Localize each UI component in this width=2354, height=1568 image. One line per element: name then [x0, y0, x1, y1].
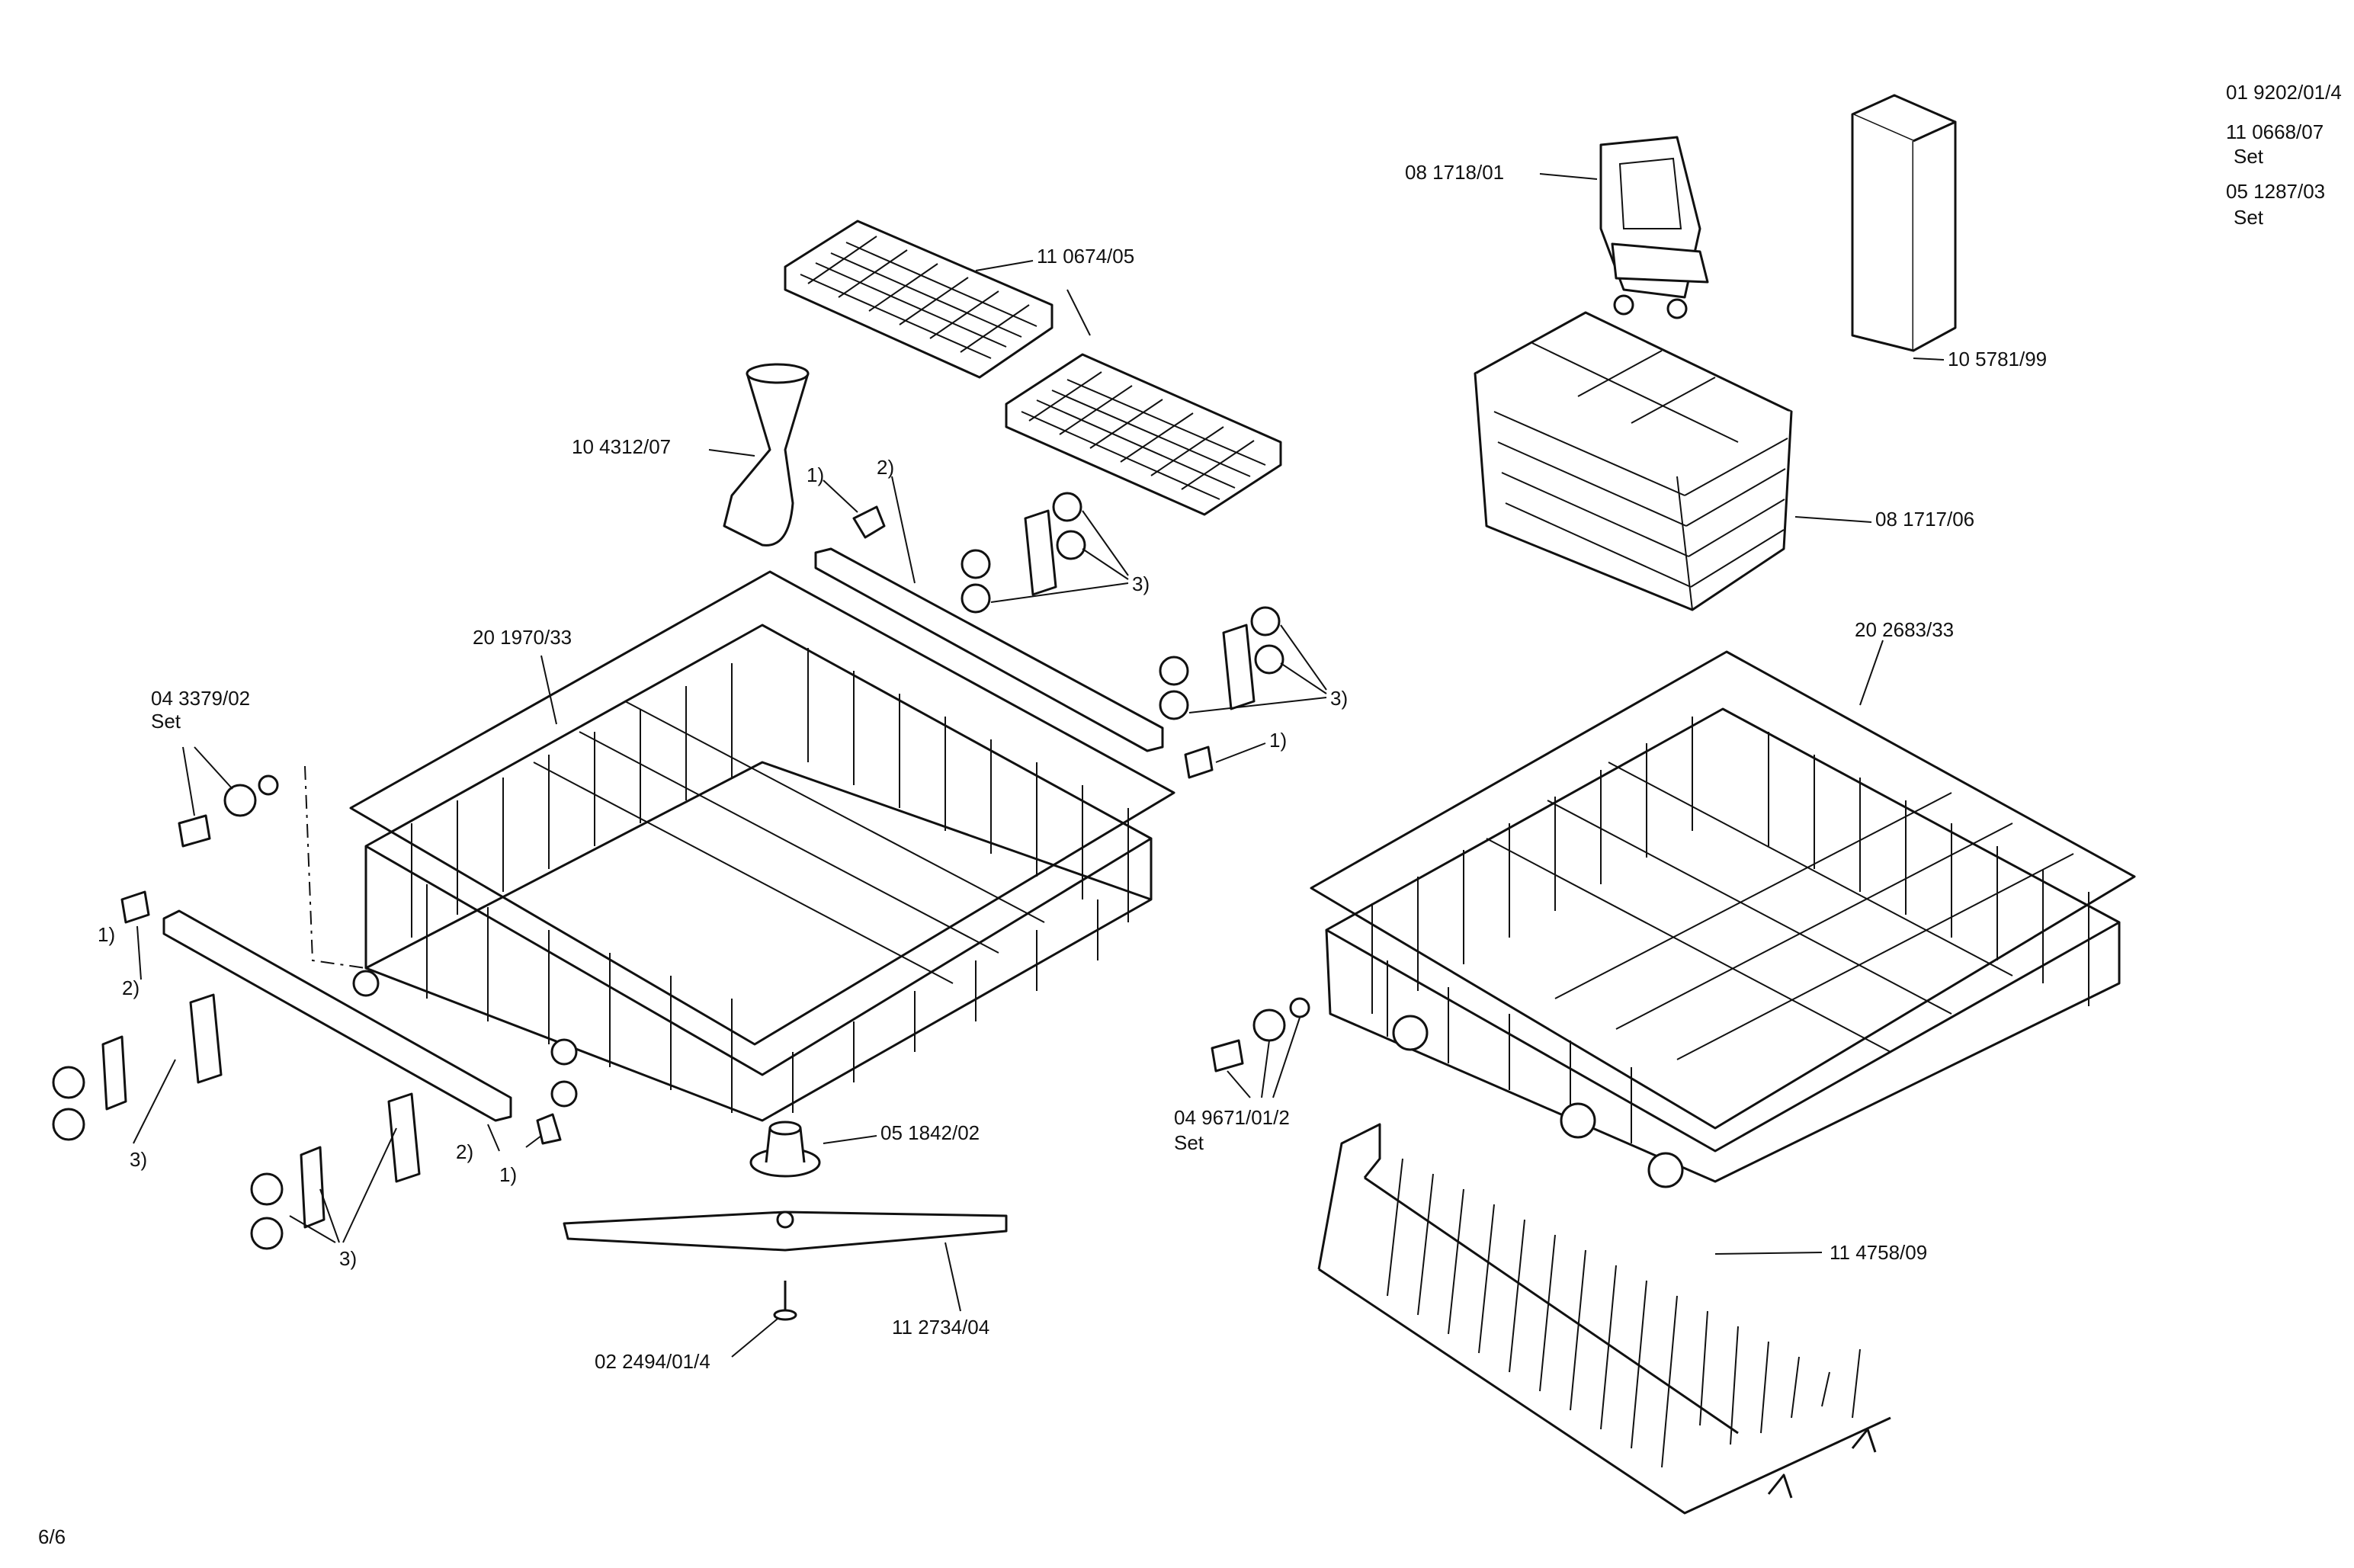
label-upper-basket: 20 1970/33	[473, 626, 572, 649]
leader-set-left-b	[194, 746, 233, 790]
tall-insert-part	[1851, 94, 1957, 352]
roller-bracket-left	[52, 993, 223, 1141]
leader-insert-rack-1	[975, 260, 1034, 271]
label-plate-rack: 11 4758/09	[1830, 1241, 1927, 1264]
leader-set-right-a	[1227, 1070, 1251, 1098]
leader-3-right-b	[1280, 662, 1327, 694]
leader-3-left	[133, 1059, 176, 1144]
leader-cutlery-handle	[1539, 173, 1598, 180]
label-ref-1-bottom: 1)	[499, 1163, 517, 1186]
label-ref-2-top: 2)	[877, 456, 894, 479]
clip-top	[852, 505, 886, 539]
label-set-right-word: Set	[1174, 1131, 1204, 1154]
leader-clip-right	[1215, 742, 1266, 763]
spray-arm-part	[563, 1210, 1008, 1252]
leader-3-center-c	[990, 582, 1129, 603]
label-cutlery-basket: 08 1717/06	[1875, 508, 1974, 531]
label-ref-1-left: 1)	[98, 923, 115, 946]
lower-basket	[1310, 650, 2136, 1188]
cup-holder-part	[723, 363, 810, 547]
leader-rail-bottom	[487, 1124, 500, 1152]
cutlery-basket-part	[1474, 311, 1793, 611]
rail-top	[814, 547, 1164, 752]
spray-connector-part	[749, 1121, 821, 1178]
leader-spray-connector	[823, 1135, 877, 1144]
leader-3-right-c	[1188, 697, 1327, 713]
leader-clip-top	[823, 479, 858, 513]
clip-left	[120, 890, 150, 924]
label-cup-holder: 10 4312/07	[572, 435, 671, 458]
leader-rail-top	[891, 476, 916, 584]
leader-3-center-a	[1082, 510, 1129, 576]
corner-code-5: Set	[2234, 206, 2264, 229]
corner-code-list: 01 9202/01/4 11 0668/07 Set 05 1287/03 S…	[2226, 81, 2342, 229]
plate-rack-part	[1317, 1123, 1891, 1515]
label-set-left-word: Set	[151, 710, 181, 733]
leader-plate-rack	[1714, 1252, 1823, 1255]
clip-right	[1184, 746, 1214, 779]
leader-cup-holder	[708, 449, 755, 457]
label-ref-2-left: 2)	[122, 976, 140, 999]
insert-rack-top-left	[784, 220, 1054, 379]
roller-bracket-center	[961, 492, 1086, 614]
leader-lower-basket	[1859, 640, 1884, 706]
label-ref-3-right: 3)	[1330, 687, 1348, 710]
label-set-right: 04 9671/01/2	[1174, 1106, 1290, 1129]
page-number: 6/6	[38, 1525, 66, 1548]
leader-tall-insert	[1913, 358, 1945, 361]
label-lower-basket: 20 2683/33	[1855, 618, 1954, 641]
leader-set-right-b	[1261, 1040, 1270, 1098]
leader-3-bottom-a	[289, 1215, 336, 1243]
corner-code-1: 01 9202/01/4	[2226, 81, 2342, 104]
insert-rack-top-right	[1005, 353, 1282, 516]
label-screw: 02 2494/01/4	[595, 1350, 710, 1373]
leader-3-bottom-c	[342, 1127, 397, 1243]
corner-code-2: 11 0668/07	[2226, 120, 2324, 143]
leader-clip-bottom	[525, 1135, 542, 1148]
leader-cutlery-basket	[1794, 516, 1872, 523]
leader-insert-rack-2	[1066, 289, 1091, 336]
leader-upper-basket	[540, 655, 557, 725]
leader-screw	[731, 1318, 778, 1358]
leader-3-right-a	[1280, 624, 1327, 691]
screw-part	[773, 1281, 797, 1321]
leader-spray-arm	[944, 1242, 961, 1312]
dashed-link-left	[304, 765, 367, 969]
cutlery-handle-part	[1599, 136, 1709, 319]
label-ref-2-bottom: 2)	[456, 1140, 473, 1163]
rail-left	[162, 909, 512, 1122]
label-ref-1-right: 1)	[1269, 729, 1287, 752]
leader-rail-left	[136, 925, 142, 980]
label-insert-rack: 11 0674/05	[1037, 245, 1134, 268]
roller-bracket-right	[1159, 606, 1284, 720]
label-ref-3-center: 3)	[1132, 572, 1150, 595]
leader-3-bottom-b	[319, 1188, 340, 1243]
leader-set-left-a	[182, 746, 195, 816]
label-ref-1-top: 1)	[807, 463, 824, 486]
label-spray-connector: 05 1842/02	[880, 1121, 980, 1144]
label-cutlery-handle: 08 1718/01	[1405, 161, 1504, 184]
upper-basket	[349, 570, 1175, 1122]
corner-code-4: 05 1287/03	[2226, 180, 2325, 203]
label-set-left: 04 3379/02	[151, 687, 250, 710]
label-spray-arm: 11 2734/04	[892, 1316, 989, 1339]
set-right-parts	[1211, 997, 1310, 1073]
label-tall-insert: 10 5781/99	[1948, 348, 2047, 370]
corner-code-3: Set	[2234, 145, 2264, 168]
leader-set-right-c	[1272, 1017, 1300, 1098]
leader-3-center-b	[1082, 548, 1129, 580]
label-ref-3-bottom: 3)	[339, 1247, 357, 1270]
set-left-parts	[178, 774, 279, 848]
label-ref-3-left: 3)	[130, 1148, 147, 1171]
